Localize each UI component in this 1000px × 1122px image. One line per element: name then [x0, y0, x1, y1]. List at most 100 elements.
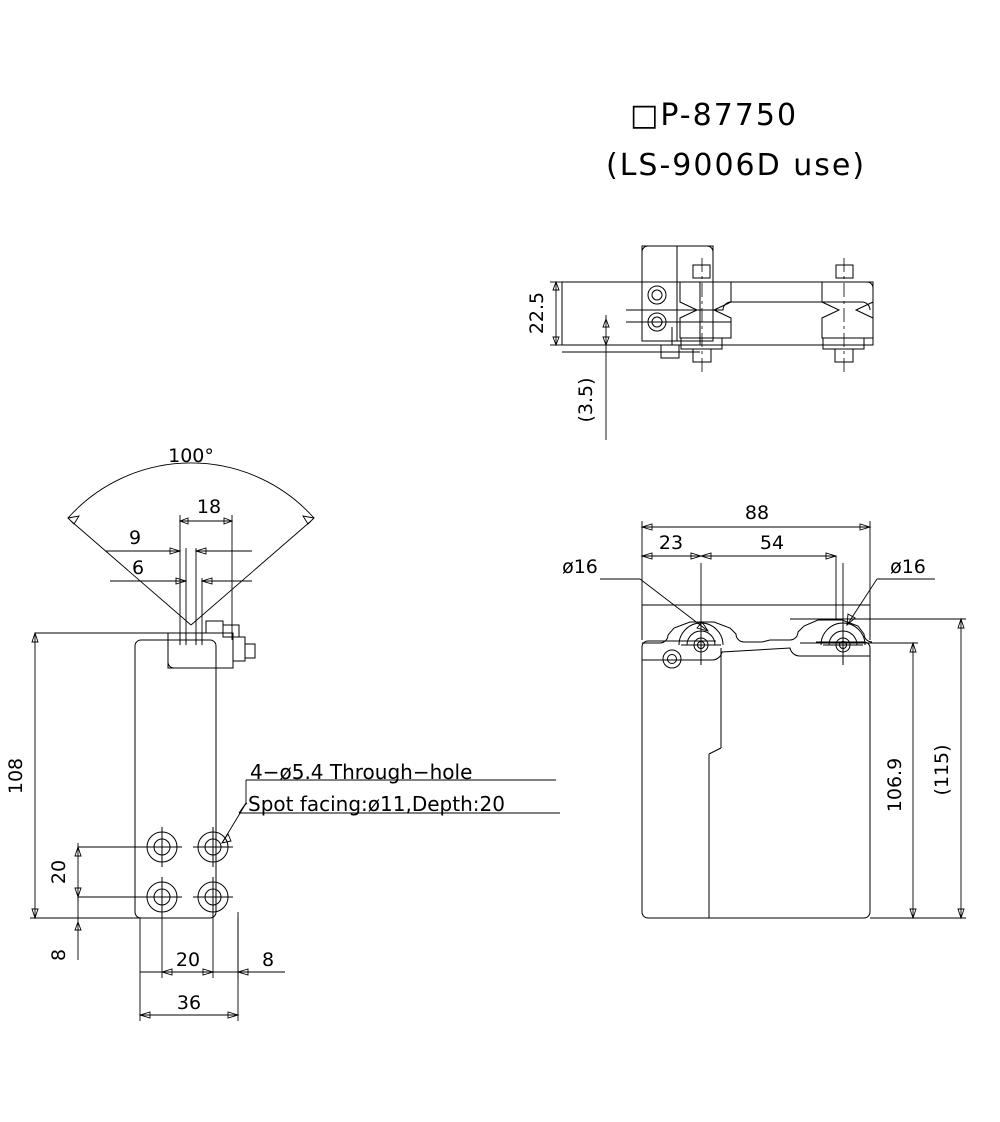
dim-dia16-right-label: ø16 [890, 556, 926, 578]
pulley-right-topbolt [835, 264, 854, 279]
dim-108-arrow-top [31, 631, 39, 643]
dim-23-label: 23 [659, 532, 683, 554]
note-leader-arrow [221, 833, 232, 844]
dim-6-arrow-left [175, 577, 188, 585]
front-view-bolt-outer [662, 649, 682, 669]
dim-106-9-label: 106.9 [884, 758, 906, 812]
dim-20h-arrow-left [160, 968, 173, 976]
dim-18-arrow-right [223, 517, 234, 525]
dim-108: 108 [5, 631, 168, 920]
pulley-right-washer [822, 337, 865, 350]
dim-20-vertical: 20 [48, 843, 148, 901]
dim-6-arrow-right [200, 577, 213, 585]
dim-6: 6 [110, 557, 252, 585]
dim-100-degree: 100° [67, 445, 315, 626]
dim-54: 54 [699, 532, 838, 620]
angle-arrow-right [302, 515, 315, 525]
left-view-roller-head [167, 620, 256, 669]
note-line-2: Spot facing:ø11,Depth:20 [248, 792, 505, 816]
dim-22-5-arrow-top [552, 280, 560, 291]
top-view-pulley-left [679, 258, 732, 372]
front-view-saddle-left [642, 621, 771, 644]
dim-18-arrow-left [178, 517, 189, 525]
dim-54-arrow-left [699, 552, 712, 560]
dim-dia16-left-label: ø16 [562, 556, 598, 578]
dim-36-label: 36 [177, 992, 201, 1014]
dia16-left-arrow [696, 621, 710, 632]
note-elbow [238, 802, 247, 814]
title-block: □P-87750 (LS-9006D use) [606, 98, 866, 183]
dim-20h-arrow-right [202, 968, 215, 976]
dim-22-5-arrow-bot [552, 336, 560, 347]
top-view-shoe-bolt-left [660, 344, 680, 359]
dim-9-arrow-left [169, 547, 182, 555]
body-plate-outline [134, 639, 217, 919]
dim-36-arrow-left [138, 1011, 151, 1019]
front-view-step-diag [708, 747, 722, 755]
dim-8-horizontal: 8 [236, 912, 274, 978]
dim-18-label: 18 [197, 496, 221, 518]
top-view-corner-fillet [866, 281, 874, 289]
dim-115-arrow-top [957, 617, 965, 629]
dim-dia16-left: ø16 [562, 556, 710, 632]
dim-20-horizontal: 20 [140, 912, 285, 978]
top-view-plate-right [700, 281, 874, 346]
dim-6-label: 6 [132, 557, 144, 579]
top-view-pulley-right [821, 258, 874, 372]
dim-36: 36 [138, 918, 240, 1021]
left-side-view: 100° 18 9 6 [5, 445, 560, 1021]
top-view-web [626, 301, 871, 311]
pulley-right-vgroove [821, 281, 874, 339]
hole-note: 4−ø5.4 Through−hole Spot facing:ø11,Dept… [221, 760, 560, 844]
dim-8-vertical: 8 [48, 897, 82, 961]
left-view-body-plate [134, 639, 217, 919]
title-line-1: □P-87750 [630, 98, 798, 133]
front-view-pulley-right [820, 563, 866, 665]
angle-arc [67, 462, 315, 519]
dia16-right-arrow [846, 613, 856, 627]
top-view-bolt-inner-1 [651, 289, 663, 301]
dim-18: 18 [178, 496, 234, 525]
top-view-plate [561, 281, 701, 346]
dim-115: (115) [790, 617, 966, 920]
dim-8v-label: 8 [48, 949, 70, 961]
front-view: 88 23 54 ø16 ø16 [562, 502, 966, 920]
dim-115-arrow-bot [957, 908, 965, 920]
dim-23: 23 [640, 532, 703, 560]
dim-20v-arrow-bot [74, 887, 82, 899]
front-view-top-plate [641, 604, 871, 640]
roller-head-fillet [167, 661, 175, 669]
dim-9: 9 [106, 527, 252, 555]
title-line-2: (LS-9006D use) [606, 148, 866, 183]
angle-leg-left [70, 520, 192, 626]
front-view-saddle-bottom [642, 647, 870, 661]
dim-22-5: 22.5 [526, 280, 562, 347]
dim-20v-label: 20 [48, 860, 70, 884]
roller-head-side-tab [222, 624, 240, 638]
dim-23-arrow-left [640, 552, 653, 560]
dim-108-arrow-bot [31, 908, 39, 920]
front-view-pulley-left [678, 563, 724, 665]
dim-20h-label: 20 [176, 949, 200, 971]
dim-54-label: 54 [760, 532, 784, 554]
dim-106-9-arrow-top [909, 641, 917, 653]
dim-88-arrow-right [859, 523, 872, 531]
dim-88: 88 [640, 502, 872, 605]
angle-arrow-left [67, 515, 80, 525]
roller-head-body [167, 632, 234, 669]
dim-dia16-right: ø16 [846, 556, 935, 627]
dim-9-label: 9 [129, 527, 141, 549]
note-line-1: 4−ø5.4 Through−hole [250, 760, 472, 784]
roller-head-nut [244, 643, 256, 659]
dim-106-9: 106.9 [800, 641, 918, 920]
dim-23-arrow-right [690, 552, 703, 560]
front-view-bolt-inner [667, 654, 677, 664]
dim-8h-arrow [236, 968, 249, 976]
dim-108-label: 108 [5, 758, 27, 794]
mounting-holes [142, 827, 233, 917]
dim-8v-arrow [74, 920, 82, 931]
dim-88-arrow-left [640, 523, 653, 531]
dim-54-arrow-right [825, 552, 838, 560]
dim-3-5-arrow-bot [602, 336, 610, 347]
